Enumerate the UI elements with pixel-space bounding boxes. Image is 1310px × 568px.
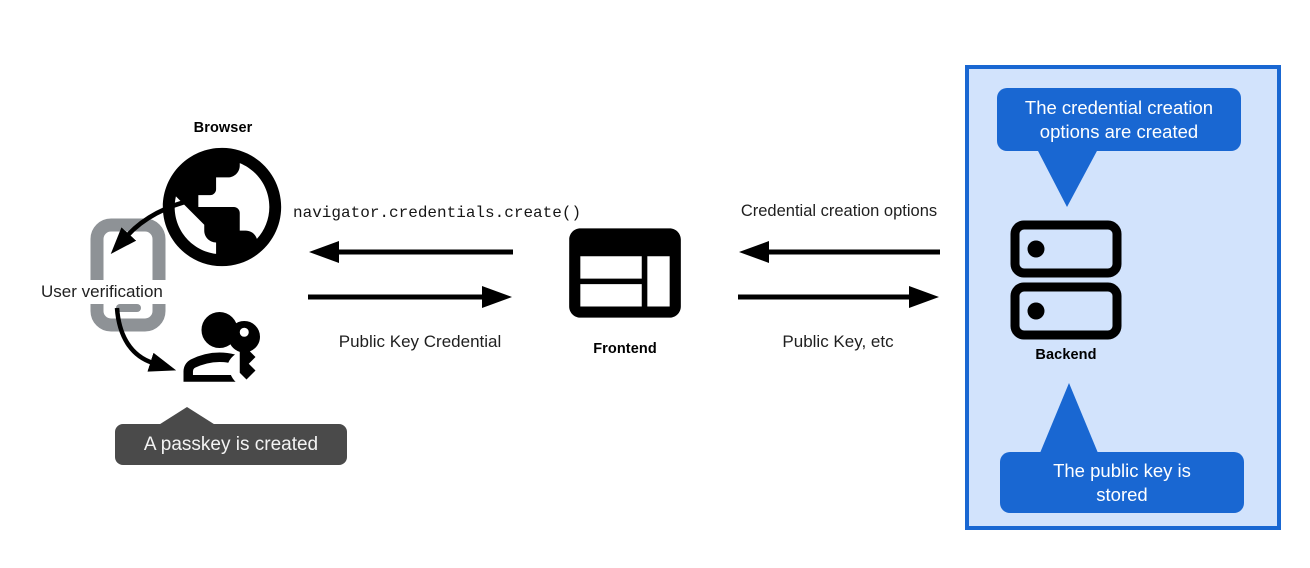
frontend-label: Frontend [593, 341, 657, 357]
person-passkey-icon [183, 312, 260, 382]
creation-options-tooltip-tail-icon [1037, 149, 1098, 207]
arrow-globe-to-phone [110, 196, 197, 255]
creation-options-tooltip: The credential creation options are crea… [997, 88, 1241, 151]
passkey-created-tooltip: A passkey is created [115, 424, 347, 465]
public-key-stored-tooltip: The public key is stored [1000, 452, 1244, 513]
public-key-stored-tooltip-tail-icon [1040, 383, 1098, 453]
public-key-stored-tooltip-text: The public key is stored [1053, 459, 1191, 505]
browser-label: Browser [193, 120, 253, 136]
phone-icon [90, 218, 166, 332]
backend-label: Backend [1035, 347, 1097, 363]
public-key-etc-label: Public Key, etc [782, 332, 894, 351]
api-call-label: navigator.credentials.create() [293, 204, 582, 222]
public-key-credential-label: Public Key Credential [338, 332, 502, 351]
globe-icon [162, 147, 282, 267]
user-verification-label: User verification [38, 280, 166, 304]
arrow-phone-to-person [114, 307, 177, 372]
creation-options-tooltip-text: The credential creation options are crea… [1024, 96, 1214, 142]
credential-creation-options-label: Credential creation options [740, 202, 938, 220]
passkey-tooltip-tail-icon [157, 407, 217, 426]
browser-window-icon [569, 228, 681, 318]
